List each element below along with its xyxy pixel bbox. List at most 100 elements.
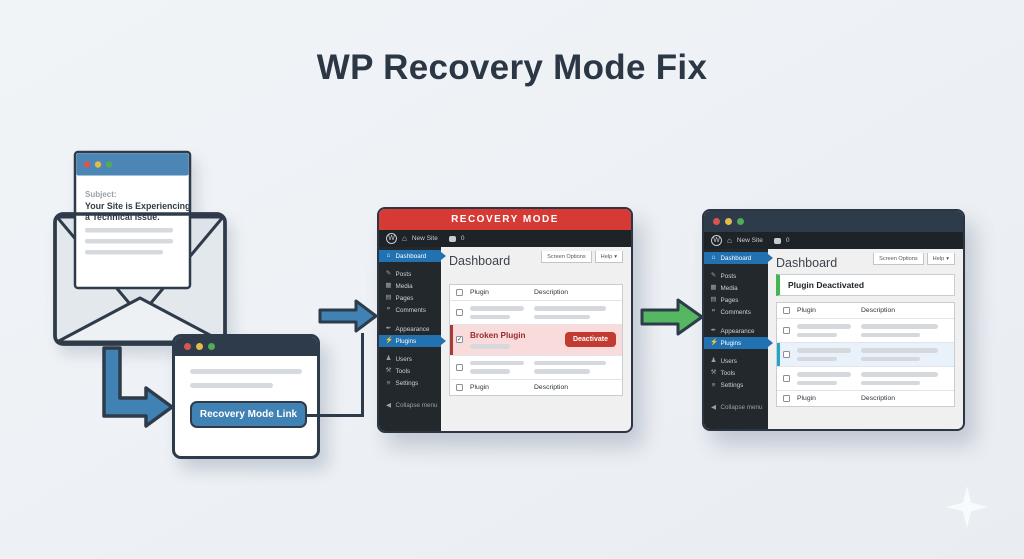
row-checkbox[interactable] <box>783 327 790 334</box>
sidebar-item-label: Settings <box>720 382 744 390</box>
window-dot-green[interactable] <box>737 218 744 225</box>
placeholder-line <box>797 332 837 337</box>
chevron-down-icon: ▾ <box>614 253 617 260</box>
row-checkbox[interactable] <box>456 363 463 371</box>
sidebar-item-label: Comments <box>720 309 751 317</box>
sidebar-item-tools[interactable]: ⚒Tools <box>379 366 441 378</box>
row-checkbox[interactable] <box>783 375 790 382</box>
wordpress-logo-icon[interactable]: W <box>386 233 397 244</box>
appearance-icon: ✒ <box>385 324 392 332</box>
placeholder-line <box>470 369 510 374</box>
window-titlebar <box>175 337 317 356</box>
collapse-icon: ◀ <box>386 401 391 409</box>
recovery-mode-link-button[interactable]: Recovery Mode Link <box>190 401 307 428</box>
select-all-checkbox[interactable] <box>456 289 463 296</box>
window-dot-yellow[interactable] <box>196 343 203 350</box>
comments-icon: ❞ <box>711 308 716 316</box>
site-name-link[interactable]: New Site <box>411 235 438 242</box>
sidebar-item-plugins[interactable]: ⚡Plugins <box>704 337 773 350</box>
tools-icon: ⚒ <box>710 369 717 377</box>
column-header-description: Description <box>861 307 895 314</box>
sidebar-item-appearance[interactable]: ✒Appearance <box>379 323 441 335</box>
plugin-deactivated-notice: Plugin Deactivated <box>776 274 955 296</box>
placeholder-line <box>534 369 590 374</box>
window-dot-yellow[interactable] <box>725 218 732 225</box>
sidebar-item-pages[interactable]: ▤Pages <box>704 295 768 307</box>
sidebar-item-comments[interactable]: ❞Comments <box>379 305 441 317</box>
fixed-dashboard-window: W ⌂ New Site 0 ⌂Dashboard ✎Posts ▦Media … <box>702 209 965 431</box>
select-all-checkbox[interactable] <box>456 383 463 391</box>
sidebar-item-posts[interactable]: ✎Posts <box>379 268 441 280</box>
sidebar-item-appearance[interactable]: ✒Appearance <box>704 325 768 337</box>
broken-plugin-name: Broken Plugin <box>470 331 526 340</box>
sidebar-item-settings[interactable]: ≡Settings <box>379 378 441 390</box>
window-dot-red[interactable] <box>83 161 91 168</box>
sidebar-item-collapse-menu[interactable]: ◀Collapse menu <box>379 400 441 412</box>
sidebar-item-label: Pages <box>395 295 414 303</box>
link-connector-horizontal <box>305 414 364 417</box>
sidebar-item-plugins[interactable]: ⚡Plugins <box>379 335 446 348</box>
window-dot-green[interactable] <box>105 161 113 168</box>
comments-bubble-icon[interactable] <box>773 237 781 244</box>
sidebar-item-comments[interactable]: ❞ Comments <box>704 307 768 319</box>
column-header-plugin: Plugin <box>470 289 489 296</box>
broken-plugin-row: ✓ Broken Plugin Deactivate <box>450 325 622 356</box>
email-envelope-illustration: Subject: Your Site is Experiencing a Tec… <box>53 150 227 346</box>
appearance-icon: ✒ <box>710 326 717 334</box>
recovery-mode-dashboard-window: RECOVERY MODE W ⌂ New Site 0 ⌂Dashboard … <box>377 207 633 433</box>
recovery-mode-banner: RECOVERY MODE <box>379 209 631 230</box>
wordpress-logo-icon[interactable]: W <box>711 235 722 246</box>
column-footer-plugin: Plugin <box>470 383 489 391</box>
sidebar-item-users[interactable]: ♟Users <box>704 355 768 367</box>
help-button[interactable]: Help▾ <box>926 253 955 265</box>
placeholder-line <box>797 380 837 385</box>
sidebar-item-dashboard[interactable]: ⌂Dashboard <box>704 252 773 265</box>
sidebar-item-pages[interactable]: ▤Pages <box>379 293 441 305</box>
admin-content: Dashboard Screen Options Help▾ Plugin De… <box>768 249 963 429</box>
row-checkbox-checked[interactable]: ✓ <box>456 336 463 344</box>
page-heading: Dashboard <box>449 254 511 268</box>
screen-options-button[interactable]: Screen Options <box>873 253 924 265</box>
placeholder-line <box>190 383 273 388</box>
row-checkbox[interactable] <box>783 351 790 358</box>
table-row <box>777 367 954 391</box>
sidebar-item-collapse-menu[interactable]: ◀Collapse menu <box>704 402 768 414</box>
window-dot-red[interactable] <box>184 343 191 350</box>
table-footer-row: Plugin Description <box>450 380 622 395</box>
sidebar-item-users[interactable]: ♟Users <box>379 353 441 365</box>
sidebar-item-settings[interactable]: ≡Settings <box>704 380 768 392</box>
sidebar-item-posts[interactable]: ✎Posts <box>704 270 768 282</box>
sidebar-item-label: Appearance <box>395 325 430 333</box>
comment-count: 0 <box>785 237 790 244</box>
users-icon: ♟ <box>385 355 392 363</box>
window-dot-red[interactable] <box>713 218 720 225</box>
sidebar-item-tools[interactable]: ⚒Tools <box>704 368 768 380</box>
window-dot-yellow[interactable] <box>94 161 102 168</box>
column-footer-plugin: Plugin <box>797 395 816 402</box>
plugins-table: Plugin Description ✓ Broken Plugin Deact… <box>449 284 623 396</box>
dashboard-icon: ⌂ <box>386 251 391 259</box>
column-header-description: Description <box>534 289 568 296</box>
help-button[interactable]: Help▾ <box>594 251 623 263</box>
window-dot-green[interactable] <box>208 343 215 350</box>
select-all-checkbox[interactable] <box>783 307 790 314</box>
sidebar-item-media[interactable]: ▦Media <box>704 282 768 294</box>
email-subject-line2: a Technical Issue. <box>85 212 160 222</box>
select-all-checkbox[interactable] <box>783 395 790 402</box>
sidebar-item-dashboard[interactable]: ⌂Dashboard <box>379 250 446 263</box>
page-heading: Dashboard <box>776 256 838 270</box>
sparkle-decoration <box>946 486 988 528</box>
sidebar-item-label: Media <box>720 284 738 292</box>
sidebar-item-label: Posts <box>395 270 412 278</box>
row-checkbox[interactable] <box>456 309 463 316</box>
deactivate-button[interactable]: Deactivate <box>564 332 616 348</box>
sidebar-item-label: Posts <box>720 272 737 280</box>
site-name-link[interactable]: New Site <box>736 237 763 244</box>
comments-bubble-icon[interactable] <box>448 235 456 242</box>
page-title: WP Recovery Mode Fix <box>316 48 708 87</box>
placeholder-line <box>797 324 852 329</box>
chevron-down-icon: ▾ <box>946 255 949 262</box>
posts-icon: ✎ <box>710 272 717 280</box>
sidebar-item-media[interactable]: ▦Media <box>379 280 441 292</box>
screen-options-button[interactable]: Screen Options <box>541 251 592 263</box>
